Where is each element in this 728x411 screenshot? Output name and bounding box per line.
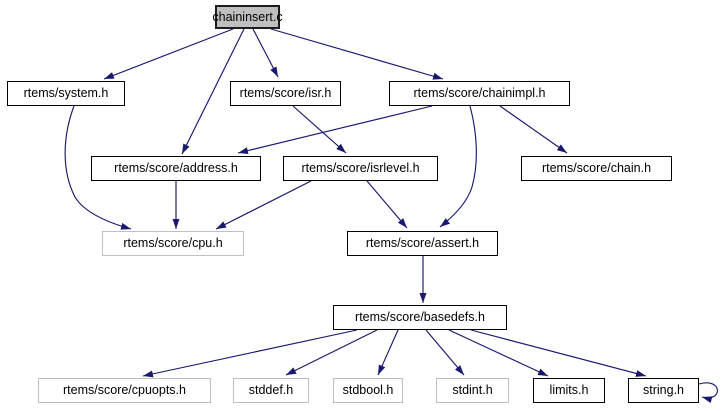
node-rtems-score-isr-h[interactable]: rtems/score/isr.h <box>230 81 341 106</box>
node-rtems-score-isrlevel-h[interactable]: rtems/score/isrlevel.h <box>283 156 438 181</box>
node-stdbool-h: stdbool.h <box>333 378 403 403</box>
node-rtems-score-cpu-h: rtems/score/cpu.h <box>102 231 244 256</box>
node-rtems-score-basedefs-h[interactable]: rtems/score/basedefs.h <box>333 305 507 330</box>
node-rtems-score-chain-h[interactable]: rtems/score/chain.h <box>521 156 672 181</box>
edge-basedefs_h-string_h <box>470 329 647 377</box>
edge-basedefs_h-stddef_h <box>285 329 378 376</box>
edge-chainimpl_h-assert_h <box>439 105 477 228</box>
edge-chainimpl_h-chain_h <box>499 105 568 154</box>
node-rtems-score-assert-h[interactable]: rtems/score/assert.h <box>347 231 498 256</box>
edge-string_h-string_h-selfloop <box>698 382 718 404</box>
edge-isrlevel_h-cpu_h <box>215 180 312 230</box>
edge-isr_h-isrlevel_h <box>292 105 347 154</box>
node-rtems-score-cpuopts-h: rtems/score/cpuopts.h <box>38 378 211 403</box>
edge-basedefs_h-limits_h <box>448 329 549 377</box>
node-limits-h[interactable]: limits.h <box>533 378 605 403</box>
node-stdint-h: stdint.h <box>436 378 509 403</box>
node-stddef-h: stddef.h <box>233 378 309 403</box>
edge-chaininsert_c-system_h <box>103 28 234 80</box>
node-rtems-score-address-h[interactable]: rtems/score/address.h <box>91 156 261 181</box>
node-chaininsert-c: chaininsert.c <box>212 5 283 29</box>
node-rtems-score-chainimpl-h[interactable]: rtems/score/chainimpl.h <box>389 81 570 106</box>
edge-basedefs_h-stdbool_h <box>377 329 399 376</box>
node-rtems-system-h[interactable]: rtems/system.h <box>7 81 125 106</box>
edge-basedefs_h-stdint_h <box>425 329 465 376</box>
node-string-h[interactable]: string.h <box>628 378 699 403</box>
edge-chaininsert_c-chainimpl_h <box>270 28 444 80</box>
edge-system_h-cpu_h <box>64 105 132 230</box>
edge-chaininsert_c-isr_h <box>252 28 279 78</box>
edge-chaininsert_c-address_h <box>181 28 245 155</box>
edge-basedefs_h-cpuopts_h <box>142 329 358 378</box>
edge-chainimpl_h-address_h <box>237 105 433 155</box>
edge-isrlevel_h-assert_h <box>366 180 408 229</box>
